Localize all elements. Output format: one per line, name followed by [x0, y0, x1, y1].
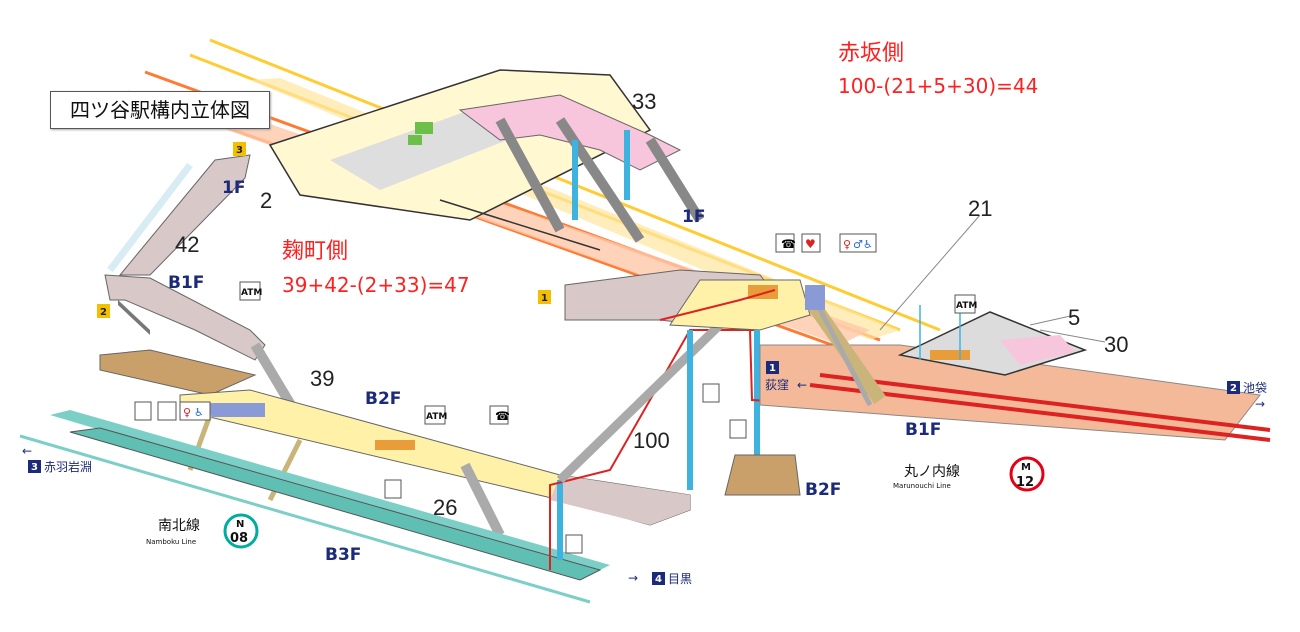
svg-text:4: 4 [655, 574, 662, 585]
namboku-b3f-track [69, 427, 602, 581]
floor-label: B2F [805, 480, 841, 500]
count-label: 33 [632, 89, 656, 114]
svg-text:08: 08 [230, 531, 248, 546]
count-label: 100 [633, 428, 670, 453]
svg-text:丸ノ内線: 丸ノ内線 [904, 464, 960, 480]
exit-3-marker: 3 [233, 142, 246, 156]
svg-text:♂: ♂ [853, 238, 863, 251]
svg-text:←: ← [797, 378, 807, 392]
svg-text:♀: ♀ [183, 406, 191, 419]
count-label: 39 [310, 366, 334, 391]
svg-text:ATM: ATM [956, 301, 977, 311]
floor-label: 1F [682, 207, 705, 227]
svg-text:→: → [628, 571, 638, 585]
svg-text:1: 1 [769, 363, 776, 374]
akasaka-side-label: 赤坂側 [838, 41, 904, 66]
direction-akabane: ← 3 赤羽岩淵 [22, 444, 92, 474]
svg-text:荻窪: 荻窪 [765, 377, 789, 392]
restroom-icon: ♀♿ [134, 401, 211, 421]
marunouchi-line-badge: 丸ノ内線 Marunouchi Line M 12 [893, 456, 1045, 492]
svg-text:12: 12 [1016, 475, 1034, 490]
svg-text:♿: ♿ [863, 238, 873, 251]
b2f-brown-area [99, 349, 257, 396]
svg-text:3: 3 [236, 145, 243, 156]
namboku-line-badge: 南北線 Namboku Line N 08 [146, 513, 259, 549]
count-label: 26 [433, 495, 457, 520]
count-label: 21 [968, 196, 992, 221]
restroom-icon: ♀♂♿ [839, 233, 877, 253]
svg-text:☎: ☎ [781, 237, 796, 251]
svg-text:赤羽岩淵: 赤羽岩淵 [44, 459, 92, 474]
aed-icon: ♥ [801, 233, 821, 253]
floor-label: B1F [168, 273, 204, 293]
count-label: 42 [175, 232, 199, 257]
svg-text:池袋: 池袋 [1243, 381, 1267, 395]
marunouchi-b1f-platform [759, 344, 1261, 441]
svg-text:1: 1 [541, 293, 548, 304]
atm-icon: ATM [424, 405, 447, 425]
marunouchi-b2f-box [724, 454, 801, 496]
floor-label: B1F [905, 420, 941, 440]
kojimachi-side-label: 麹町側 [282, 239, 348, 264]
left-b1f-corridor [104, 274, 266, 361]
diagram-title: 四ツ谷駅構内立体図 [50, 91, 270, 129]
svg-text:目黒: 目黒 [668, 572, 692, 586]
direction-ogikubo: 1 荻窪 ← [765, 361, 807, 392]
count-label: 2 [260, 188, 272, 213]
svg-text:M: M [1021, 462, 1031, 473]
svg-text:3: 3 [31, 462, 38, 473]
svg-text:2: 2 [1230, 383, 1237, 394]
svg-text:南北線: 南北線 [158, 518, 200, 534]
svg-text:→: → [1255, 397, 1265, 411]
exit-1-marker: 1 [538, 290, 551, 304]
phone-icon: ☎ [489, 405, 510, 425]
count-label: 30 [1104, 332, 1128, 357]
count-label: 5 [1068, 305, 1080, 330]
floor-label: B3F [325, 545, 361, 565]
exit-2-marker: 2 [97, 304, 110, 318]
svg-text:ATM: ATM [426, 412, 447, 422]
kojimachi-side-formula: 39+42-(2+33)=47 [282, 273, 470, 297]
svg-text:Namboku Line: Namboku Line [146, 538, 196, 546]
floor-label: B2F [365, 389, 401, 409]
svg-text:♿: ♿ [194, 406, 204, 419]
svg-text:2: 2 [100, 307, 107, 318]
svg-text:←: ← [22, 444, 32, 458]
phone-icon: ☎ [775, 233, 796, 253]
svg-text:♀: ♀ [843, 238, 851, 251]
atm-icon: ATM [239, 281, 262, 301]
svg-text:N: N [236, 519, 244, 530]
svg-text:☎: ☎ [495, 409, 510, 423]
akasaka-side-formula: 100-(21+5+30)=44 [838, 74, 1038, 98]
elevator-icon [384, 383, 747, 554]
svg-text:Marunouchi Line: Marunouchi Line [893, 482, 951, 490]
direction-meguro: → 4 目黒 [628, 571, 692, 586]
svg-text:ATM: ATM [241, 288, 262, 298]
atm-icon: ATM [954, 294, 977, 314]
direction-ikebukuro: 2 池袋 → [1227, 381, 1267, 411]
svg-text:♥: ♥ [805, 237, 816, 251]
floor-label: 1F [222, 178, 245, 198]
